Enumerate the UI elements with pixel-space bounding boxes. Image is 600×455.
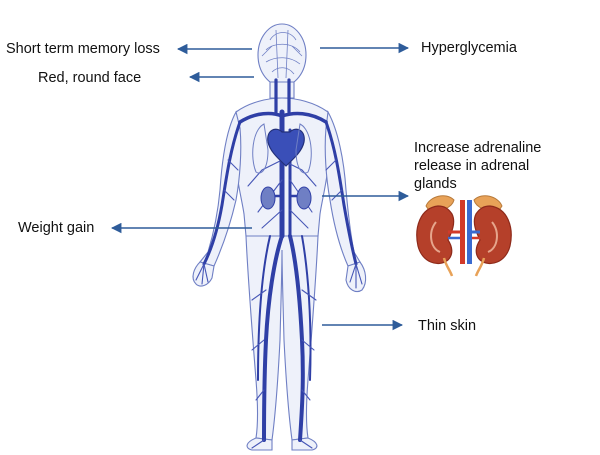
heart-icon (267, 128, 305, 167)
circulatory-system-figure-icon (192, 23, 367, 451)
label-round-face: Red, round face (38, 70, 142, 86)
label-memory-loss: Short term memory loss (6, 41, 160, 57)
label-adrenaline: Increase adrenaline release in adrenal g… (414, 140, 542, 192)
kidneys-adrenal-glands-icon (416, 195, 512, 277)
label-weight-gain: Weight gain (18, 220, 95, 236)
label-hyperglycemia: Hyperglycemia (421, 40, 517, 56)
label-thin-skin: Thin skin (418, 318, 477, 334)
